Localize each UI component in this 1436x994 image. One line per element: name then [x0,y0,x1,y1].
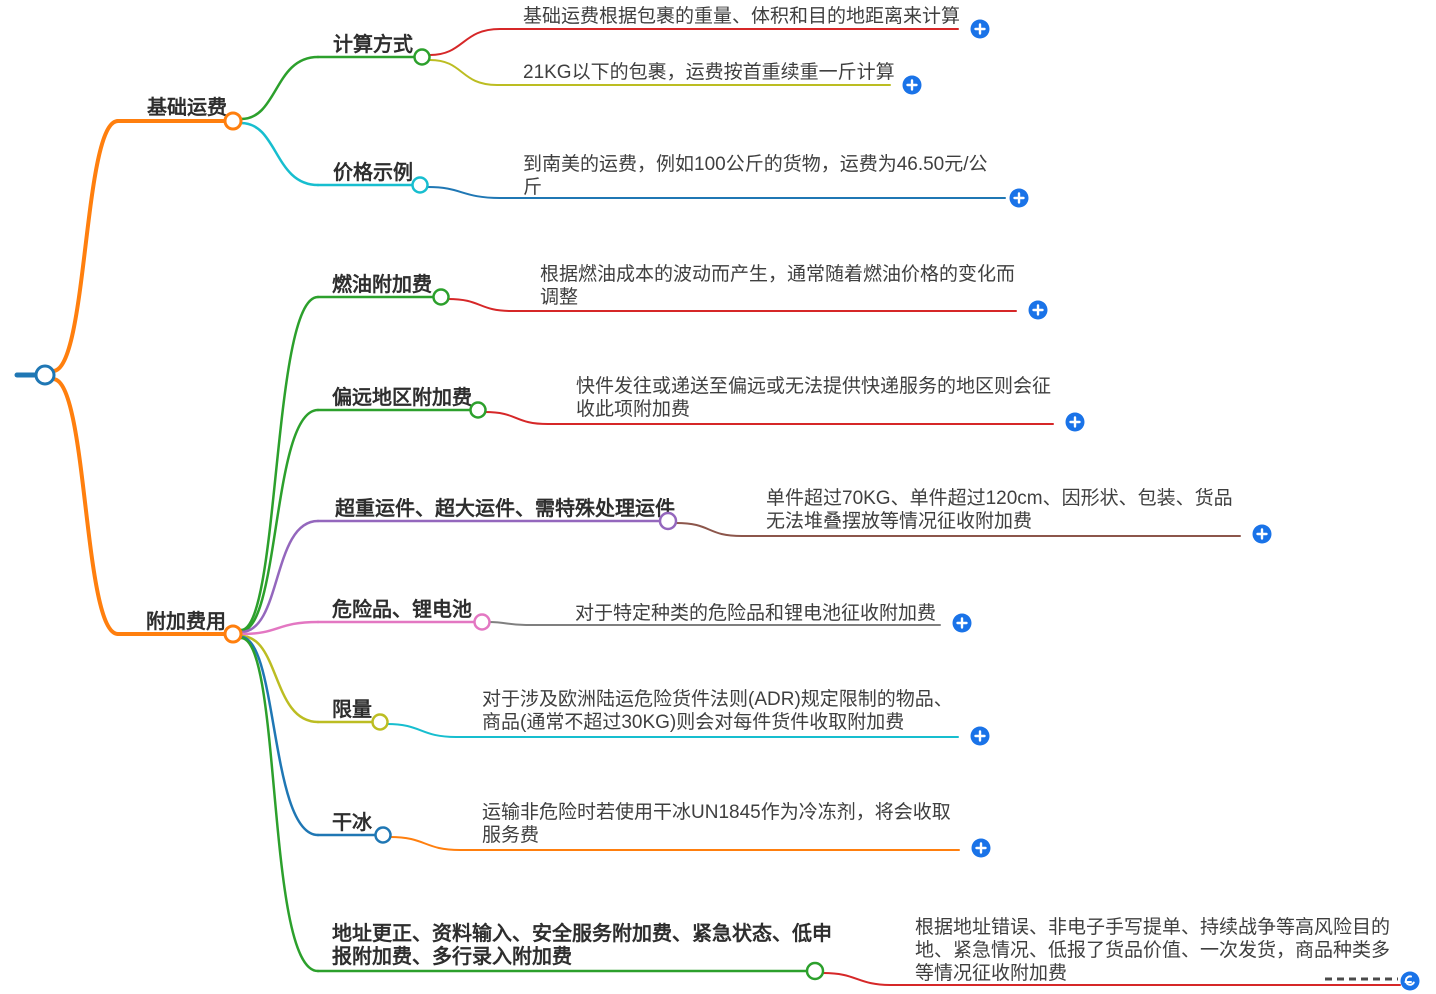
link-basic-freight-to-price-example [239,121,320,187]
node-surcharge[interactable]: 附加费用 [116,609,243,644]
collapse-handle-icon[interactable] [413,48,431,66]
link-fuel-surcharge-to-fuel-detail [447,298,1017,312]
node-price-example[interactable]: 价格示例 [316,160,429,194]
link-remote-area-surcharge-to-remote-detail [484,411,1054,425]
leaf-text[interactable]: 根据地址错误、非电子手写提单、持续战争等高风险目的 [915,916,1390,938]
node-label[interactable]: 偏远地区附加费 [332,385,472,409]
collapse-handle-icon[interactable] [223,111,243,131]
link-dry-ice-to-dry-ice-detail [389,836,960,851]
link-calc-method-to-calc-method-detail-2 [429,59,891,86]
collapse-handle-icon[interactable] [473,613,491,631]
node-label[interactable]: 地址更正、资料输入、安全服务附加费、紧急状态、低申 [332,921,832,945]
collapse-handle-icon[interactable] [371,713,389,731]
node-fuel-surcharge[interactable]: 燃油附加费 [316,272,450,306]
add-node-button[interactable] [971,838,991,858]
node-dry-ice[interactable]: 干冰 [316,811,392,844]
leaf-text[interactable]: 运输非危险时若使用干冰UN1845作为冷冻剂，将会收取 [482,801,951,823]
node-calc-method[interactable]: 计算方式 [316,32,431,66]
leaf-text[interactable]: 对于特定种类的危险品和锂电池征收附加费 [575,602,936,624]
add-node-button[interactable] [1400,971,1420,991]
leaf-text[interactable]: 斤 [523,176,542,198]
leaf-text[interactable]: 商品(通常不超过30KG)则会对每件货件收取附加费 [482,711,904,733]
leaf-text[interactable]: 快件发往或递送至偏远或无法提供快递服务的地区则会征 [576,375,1051,397]
node-remote-area-surcharge[interactable]: 偏远地区附加费 [316,385,487,419]
leaf-text[interactable]: 无法堆叠摆放等情况征收附加费 [766,510,1032,532]
collapse-handle-icon[interactable] [223,624,243,644]
leaf-text[interactable]: 21KG以下的包裹，运费按首重续重一斤计算 [523,61,895,83]
link-calc-method-to-calc-method-detail-1 [429,28,959,56]
node-limited-quantity[interactable]: 限量 [316,698,389,731]
leaf-text[interactable]: 地、紧急情况、低报了货品价值、一次发货，商品种类多 [915,939,1390,961]
link-surcharge-to-remote-area-surcharge [239,408,320,633]
leaf-text[interactable]: 根据燃油成本的波动而产生，通常随着燃油价格的变化而 [540,263,1015,285]
leaf-text[interactable]: 到南美的运费，例如100公斤的货物，运费为46.50元/公 [523,153,988,175]
link-root-to-basic-freight [51,119,120,373]
collapse-handle-icon[interactable] [469,401,487,419]
node-label[interactable]: 计算方式 [333,32,413,56]
link-price-example-to-price-example-detail [427,186,1006,199]
link-oversize-surcharge-to-oversize-detail [675,522,1241,537]
node-label[interactable]: 干冰 [332,811,373,834]
add-node-button[interactable] [1028,300,1048,320]
collapse-handle-icon[interactable] [805,961,825,981]
collapse-handle-icon[interactable] [411,176,429,194]
leaf-text[interactable]: 单件超过70KG、单件超过120cm、因形状、包装、货品 [766,487,1233,509]
link-surcharge-to-fuel-surcharge [239,295,320,632]
node-label[interactable]: 报附加费、多行录入附加费 [332,944,572,968]
add-node-button[interactable] [1252,524,1272,544]
node-label[interactable]: 超重运件、超大运件、需特殊处理运件 [334,496,675,520]
leaf-text[interactable]: 基础运费根据包裹的重量、体积和目的地距离来计算 [523,5,960,27]
collapse-handle-icon[interactable] [432,288,450,306]
node-calc-method-detail-1[interactable]: 基础运费根据包裹的重量、体积和目的地距离来计算 [523,5,960,27]
root-node[interactable] [14,364,56,386]
add-node-button[interactable] [1065,412,1085,432]
link-surcharge-to-dangerous-goods [239,620,320,636]
link-limited-quantity-to-limited-detail [386,723,959,738]
node-price-example-detail[interactable]: 到南美的运费，例如100公斤的货物，运费为46.50元/公斤 [523,153,988,198]
link-basic-freight-to-calc-method [239,55,320,121]
link-surcharge-to-oversize-surcharge [239,519,320,634]
leaf-text[interactable]: 对于涉及欧洲陆运危险货件法则(ADR)规定限制的物品、 [482,688,953,710]
leaf-text[interactable]: 等情况征收附加费 [915,962,1067,984]
node-limited-detail[interactable]: 对于涉及欧洲陆运危险货件法则(ADR)规定限制的物品、商品(通常不超过30KG)… [482,688,953,733]
link-surcharge-to-address-correction [239,636,320,973]
add-node-button[interactable] [952,613,972,633]
link-root-to-surcharge [51,377,120,636]
leaf-text[interactable]: 调整 [540,286,578,308]
link-dangerous-goods-to-dangerous-detail [488,621,941,626]
node-label[interactable]: 附加费用 [146,609,226,633]
collapse-handle-icon[interactable] [374,826,392,844]
node-dangerous-goods[interactable]: 危险品、锂电池 [316,597,491,631]
add-node-button[interactable] [1009,188,1029,208]
node-dangerous-detail[interactable]: 对于特定种类的危险品和锂电池征收附加费 [575,602,936,624]
node-label[interactable]: 限量 [332,698,372,721]
link-address-correction-to-address-detail [822,972,1401,986]
node-basic-freight[interactable]: 基础运费 [116,96,243,131]
node-label[interactable]: 基础运费 [147,96,227,119]
node-oversize-detail[interactable]: 单件超过70KG、单件超过120cm、因形状、包装、货品无法堆叠摆放等情况征收附… [766,487,1233,532]
add-node-button[interactable] [970,19,990,39]
add-node-button[interactable] [902,75,922,95]
leaf-text[interactable]: 收此项附加费 [576,398,690,420]
link-surcharge-to-limited-quantity [239,634,320,724]
leaf-text[interactable]: 服务费 [482,824,539,846]
root-collapse-handle[interactable] [34,364,56,386]
node-oversize-surcharge[interactable]: 超重运件、超大运件、需特殊处理运件 [316,496,678,531]
node-label[interactable]: 危险品、锂电池 [332,597,472,621]
node-calc-method-detail-2[interactable]: 21KG以下的包裹，运费按首重续重一斤计算 [523,61,895,83]
node-address-detail[interactable]: 根据地址错误、非电子手写提单、持续战争等高风险目的地、紧急情况、低报了货品价值、… [915,916,1390,984]
node-label[interactable]: 燃油附加费 [332,272,432,296]
add-node-button[interactable] [970,726,990,746]
collapse-handle-icon[interactable] [658,511,678,531]
node-label[interactable]: 价格示例 [333,160,413,184]
link-surcharge-to-dry-ice [239,635,320,837]
